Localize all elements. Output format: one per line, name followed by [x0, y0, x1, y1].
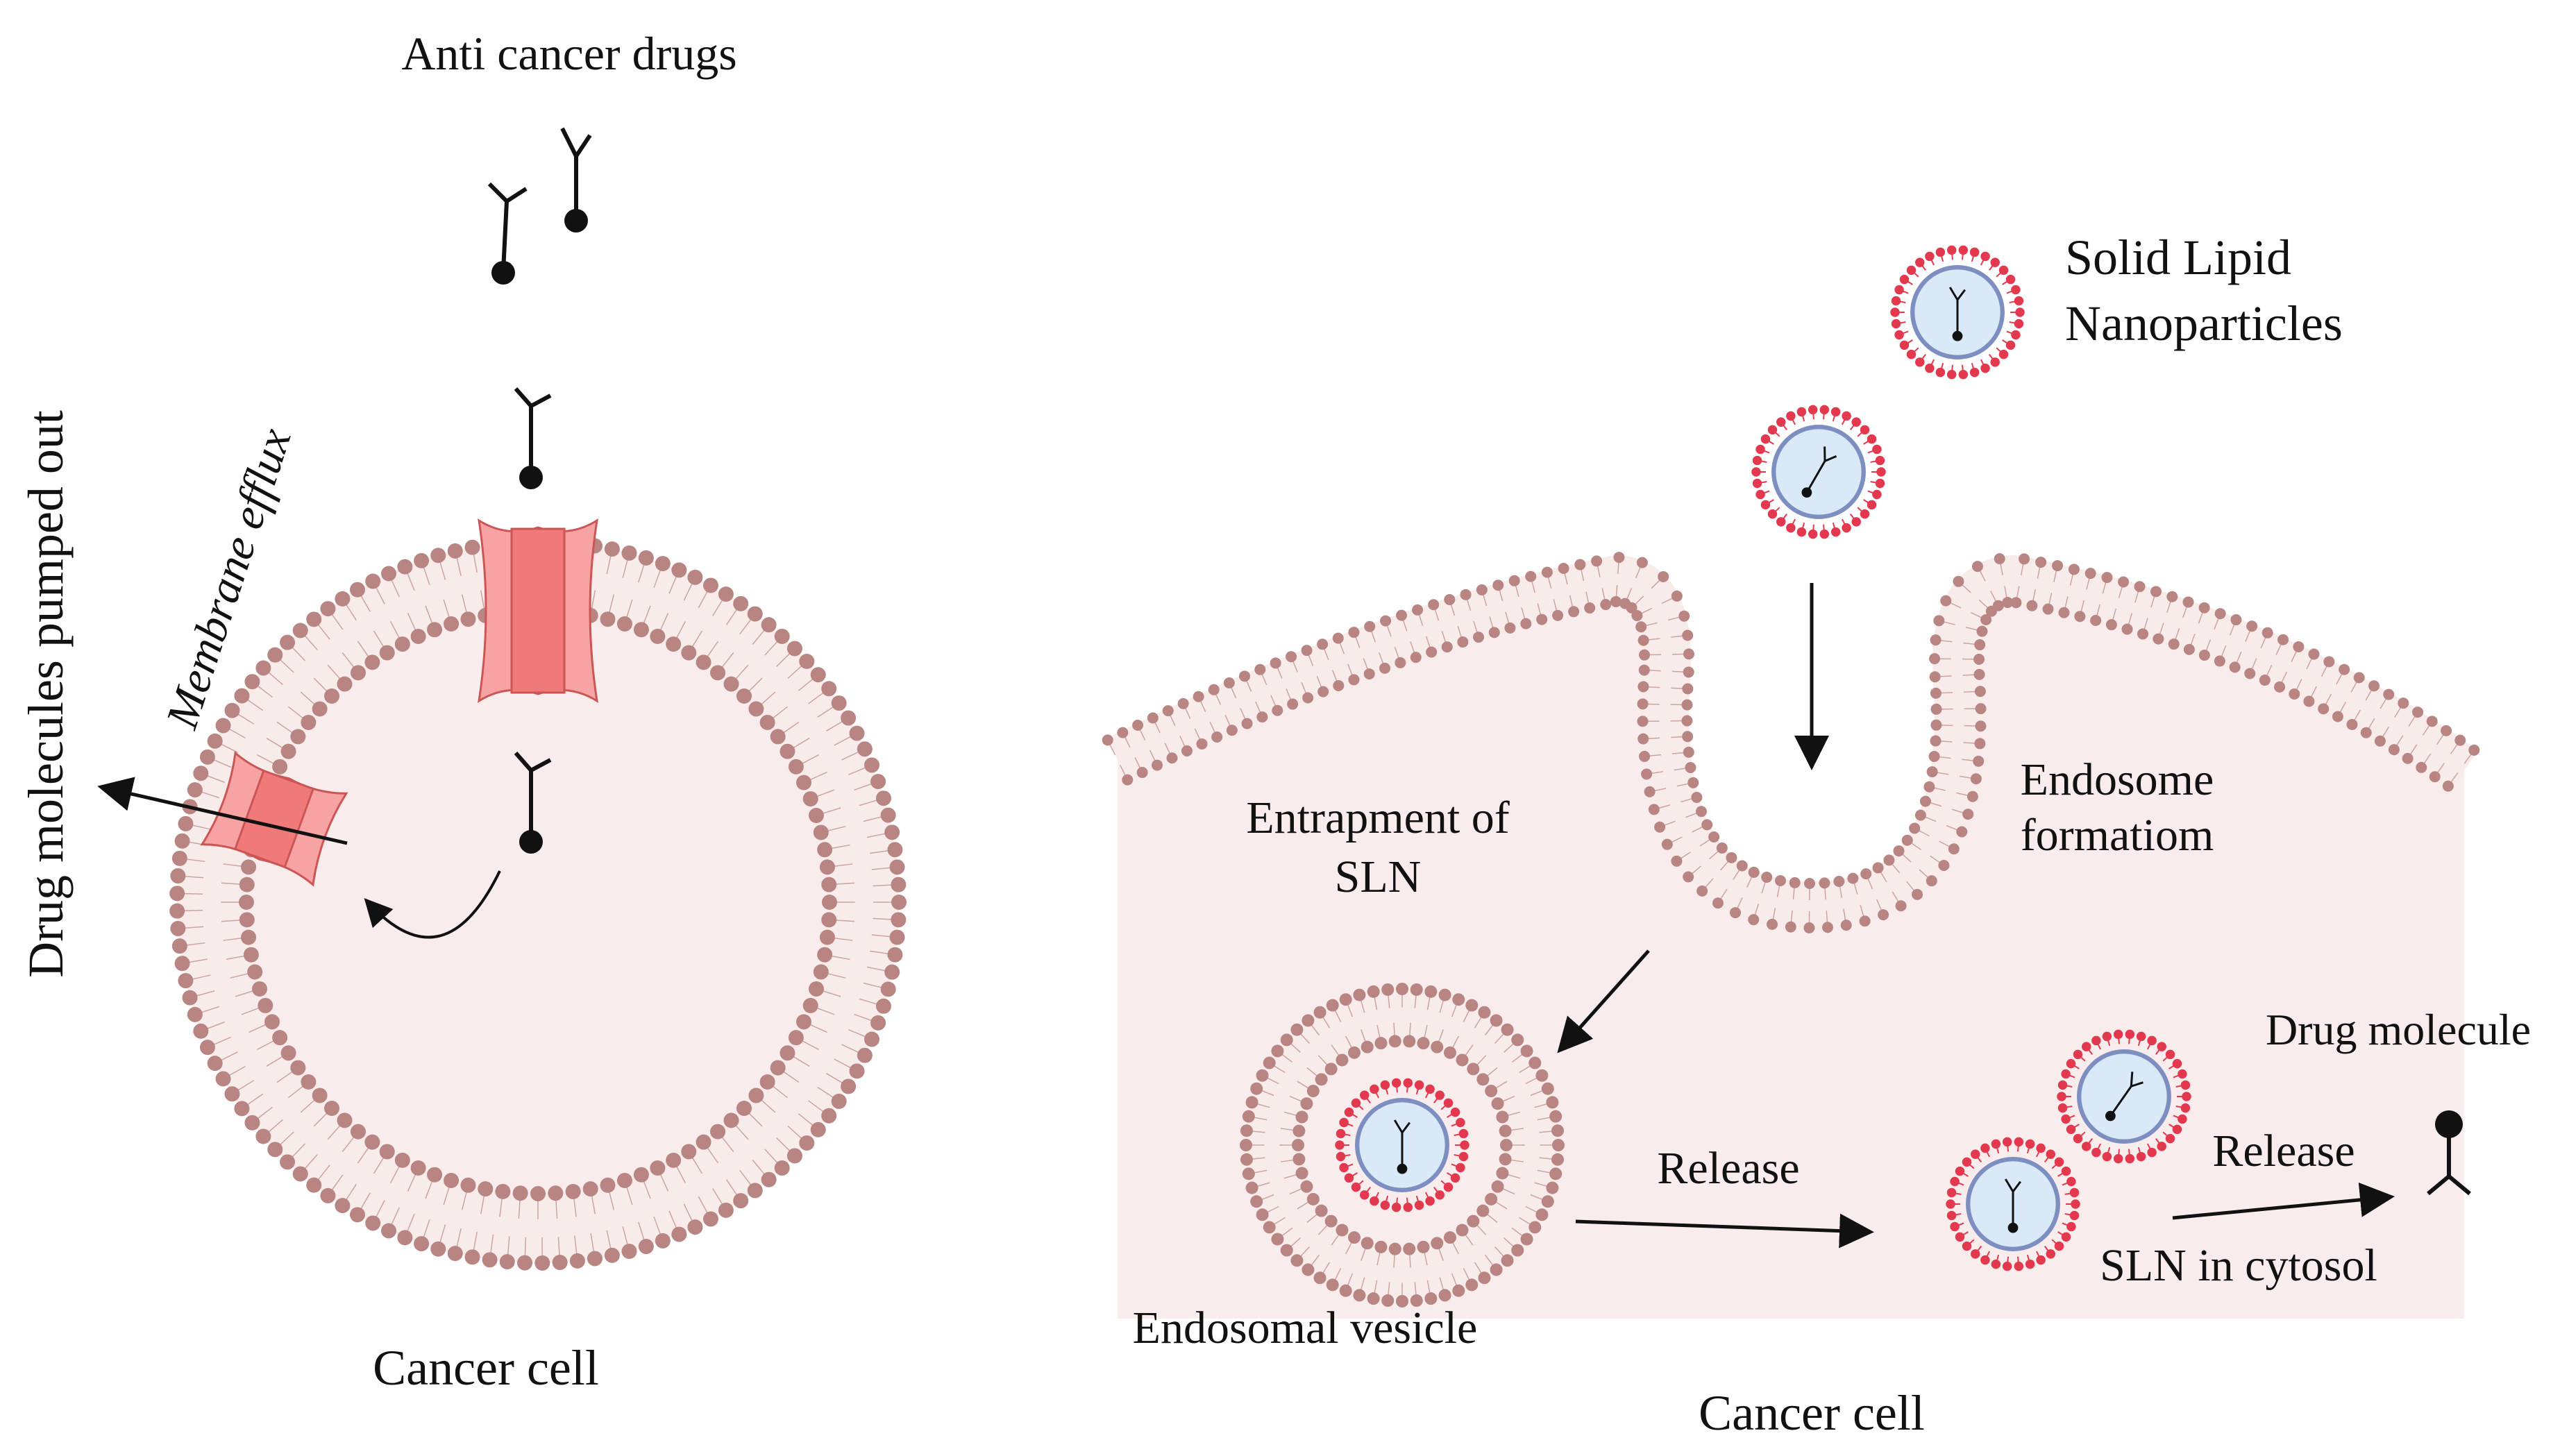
entrapment-label-line2: SLN [1335, 852, 1422, 902]
efflux-path-arrow-icon [364, 870, 501, 939]
endosomal-vesicle-label: Endosomal vesicle [1133, 1303, 1478, 1353]
released-drug-molecule-icon [2427, 1110, 2471, 1196]
release-label-1: Release [1657, 1143, 1799, 1194]
antibody-drug-icon [514, 387, 552, 489]
anti-cancer-drugs-label: Anti cancer drugs [401, 27, 736, 80]
endosome-label-line1: Endosome [2021, 754, 2214, 805]
drug-molecules-pumped-out-label: Drug molecules pumped out [18, 410, 74, 978]
drug-molecule-label: Drug molecule [2266, 1005, 2531, 1054]
solid-lipid-nanoparticle-icon [2057, 1029, 2191, 1164]
efflux-pump-icon [200, 751, 348, 887]
solid-lipid-nanoparticle-icon [1335, 1078, 1469, 1212]
antibody-drug-icon [487, 182, 528, 285]
entrapment-label-line1: Entrapment of [1246, 793, 1509, 843]
cancer-cell-left [169, 534, 907, 1271]
entrapment-arrow-icon [1557, 949, 1650, 1053]
antibody-drug-icon [514, 752, 552, 854]
sln-label-line2: Nanoparticles [2065, 296, 2343, 351]
sln-in-cytosol-label: SLN in cytosol [2100, 1240, 2377, 1291]
solid-lipid-nanoparticle-icon [1946, 1137, 2080, 1271]
antibody-drug-icon [560, 127, 592, 232]
release-label-2: Release [2212, 1126, 2355, 1176]
cancer-cell-right [1102, 552, 2480, 1319]
pumped-out-arrow-icon [97, 777, 348, 845]
release-arrow-icon [2172, 1182, 2395, 1220]
release-arrow-icon [1575, 1213, 1874, 1248]
cancer-cell-left-label: Cancer cell [373, 1340, 599, 1396]
cancer-cell-right-label: Cancer cell [1699, 1385, 1925, 1441]
solid-lipid-nanoparticle-icon [1890, 245, 2025, 380]
solid-lipid-nanoparticle-icon [1751, 405, 1886, 539]
endosome-label-line2: formatiom [2021, 810, 2214, 861]
sln-label-line1: Solid Lipid [2065, 230, 2291, 285]
efflux-pump-icon [478, 518, 598, 704]
